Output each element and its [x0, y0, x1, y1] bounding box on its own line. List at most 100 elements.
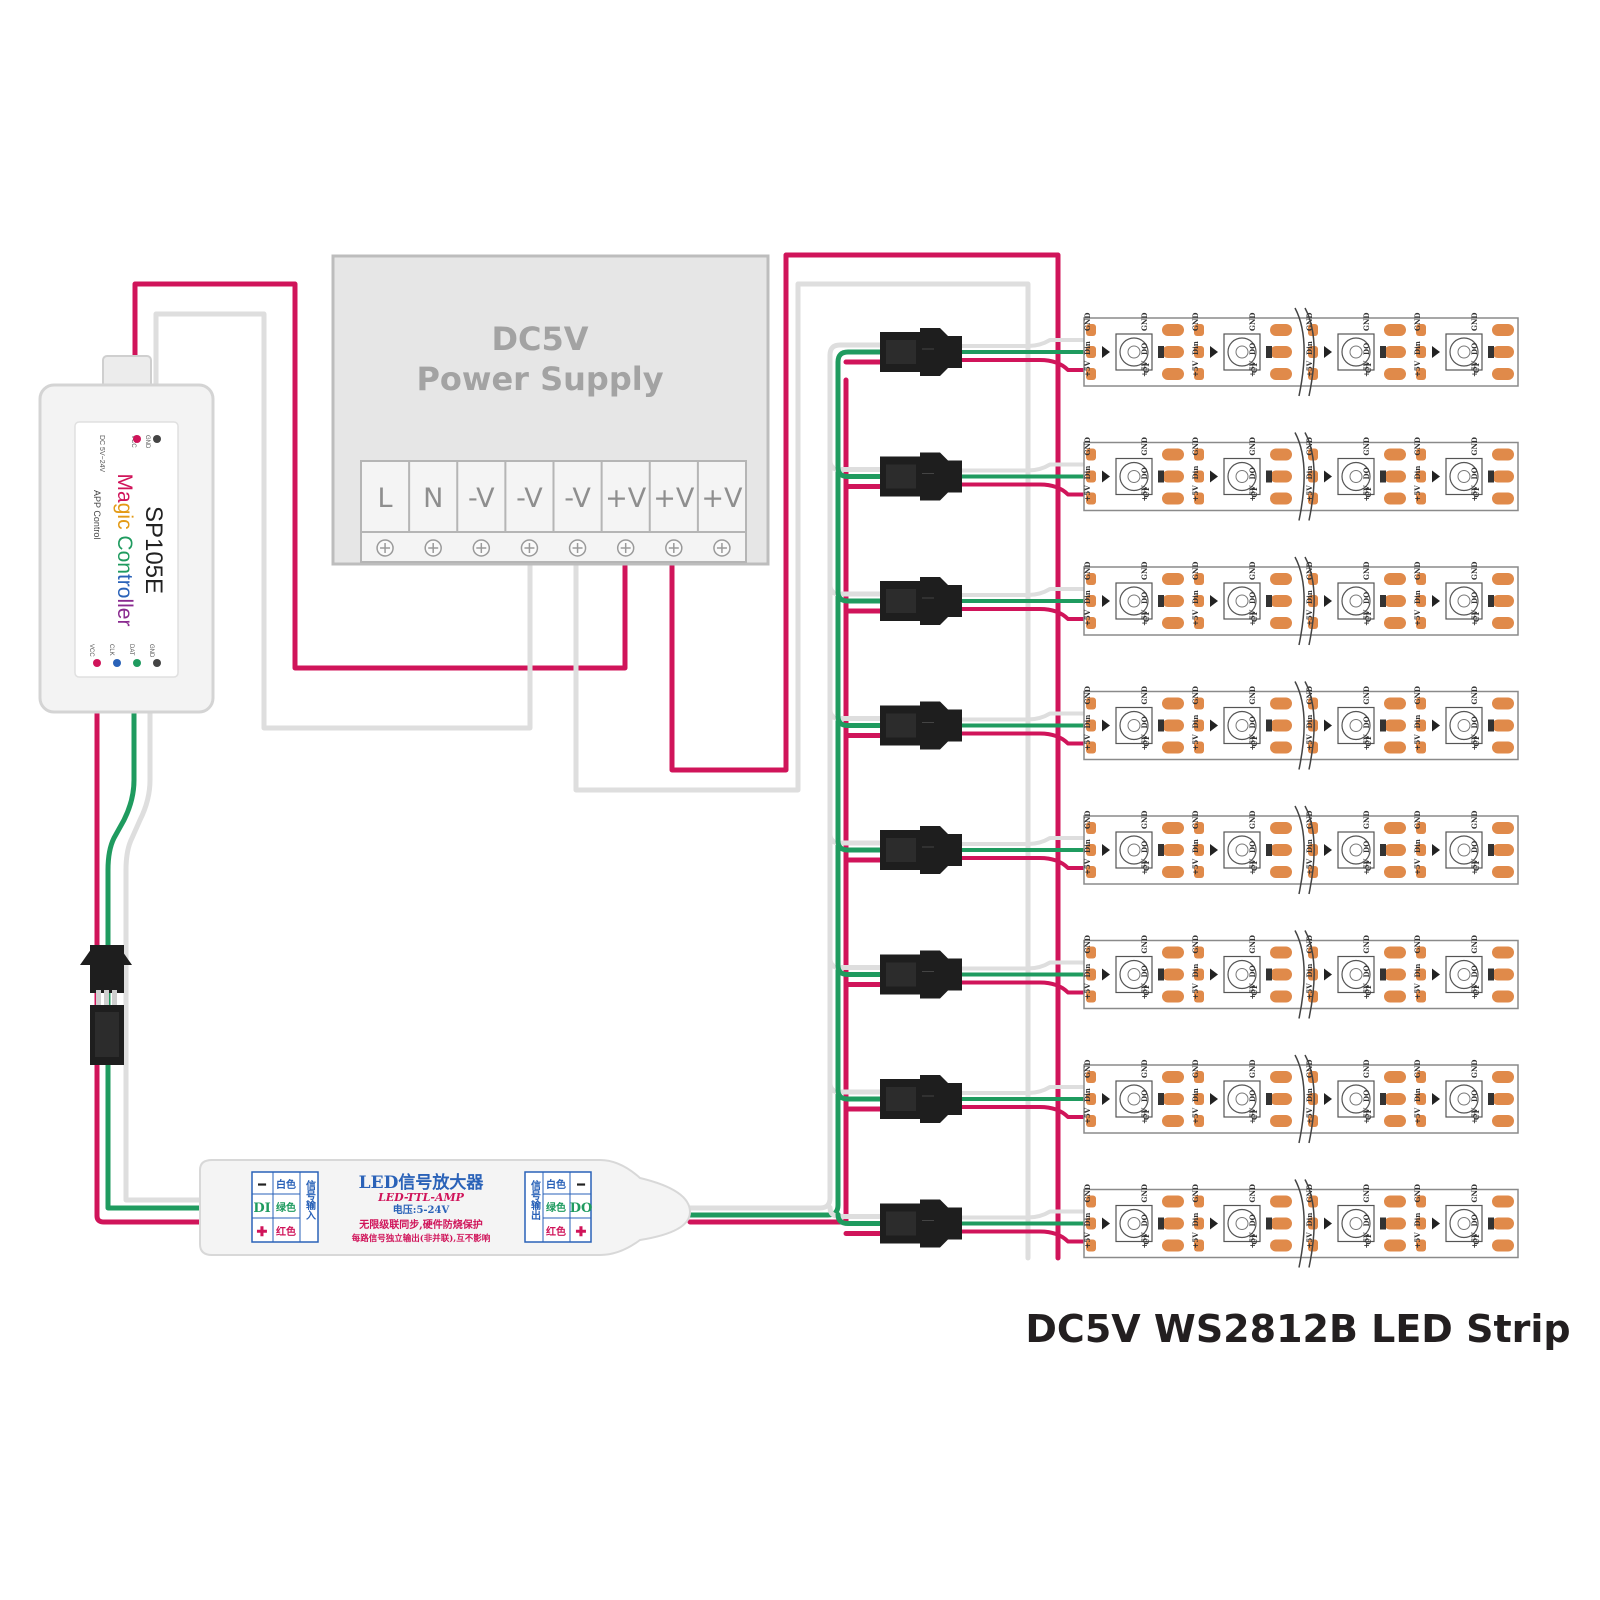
- solder-pad: [1384, 368, 1406, 380]
- pad-label: C1: [1142, 736, 1151, 747]
- pad-label: C1: [1250, 611, 1259, 622]
- pad-label: +5V: [1362, 609, 1371, 626]
- psu-terminal-label: N: [423, 483, 443, 514]
- pad-label: +5V: [1083, 734, 1092, 751]
- led-chip-icon: [1119, 461, 1149, 492]
- pad-label: Din: [1413, 466, 1422, 480]
- strip-break-mark: [1294, 556, 1305, 646]
- led-chip-icon: [1341, 959, 1371, 990]
- pad-label: C1: [1142, 1234, 1151, 1245]
- solder-pad: [1416, 595, 1426, 607]
- strip-break-mark: [1304, 930, 1315, 1019]
- solder-pad: [1086, 470, 1096, 483]
- solder-pad: [1086, 1093, 1096, 1105]
- strip-break-mark: [1304, 805, 1315, 895]
- solder-pad: [1416, 990, 1426, 1003]
- solder-pad: [1270, 617, 1292, 629]
- pad-label: GND: [1305, 811, 1314, 829]
- pad-label: Din: [1191, 839, 1200, 853]
- pad-label: +5V: [1413, 1107, 1422, 1124]
- capacitor-icon: [1266, 1217, 1272, 1230]
- pad-label: DO: [1470, 592, 1479, 604]
- pad-label: GND: [1470, 811, 1479, 829]
- amp-title: LED信号放大器: [359, 1172, 485, 1193]
- led-chip-icon: [1337, 1204, 1375, 1243]
- controller-led-dot: [133, 659, 141, 667]
- pad-label: GND: [1248, 437, 1257, 455]
- controller-top-pin-vcc: VCC: [130, 435, 136, 448]
- pad-label: Din: [1413, 964, 1422, 978]
- pad-label: GND: [1248, 313, 1257, 331]
- strip-wire-red: [958, 482, 1086, 497]
- amp-right-color-red: 红色: [546, 1225, 566, 1238]
- direction-arrow-icon: [1210, 346, 1218, 358]
- solder-pad: [1194, 470, 1204, 483]
- pad-label: GND: [1083, 1184, 1092, 1202]
- solder-pad: [1162, 1071, 1184, 1083]
- direction-arrow-icon: [1432, 1217, 1440, 1230]
- solder-pad: [1194, 617, 1204, 629]
- solder-pad: [1492, 324, 1514, 336]
- led-chip-icon: [1119, 337, 1149, 367]
- pad-label: Din: [1305, 1088, 1314, 1102]
- led-chip-icon: [1349, 968, 1363, 981]
- solder-pad: [1086, 492, 1096, 505]
- led-chip-icon: [1449, 461, 1479, 492]
- solder-pad: [1384, 324, 1406, 336]
- strip-wire-white: [958, 1085, 1086, 1095]
- pad-label: C1: [1142, 860, 1151, 871]
- led-chip-icon: [1227, 586, 1257, 616]
- led-chip-icon: [1457, 345, 1471, 359]
- solder-pad: [1416, 822, 1426, 834]
- pad-label: GND: [1362, 686, 1371, 704]
- pad-label: GND: [1413, 935, 1422, 953]
- direction-arrow-icon: [1324, 844, 1332, 856]
- pad-label: Din: [1083, 341, 1092, 355]
- led-chip-icon: [1127, 470, 1141, 483]
- solder-pad: [1194, 844, 1204, 856]
- pad-label: C1: [1250, 1109, 1259, 1120]
- strip-wire-white: [958, 1209, 1086, 1220]
- pad-label: +5V: [1305, 609, 1314, 626]
- pad-label: C1: [1142, 985, 1151, 996]
- solder-pad: [1492, 368, 1514, 380]
- pad-label: GND: [1191, 562, 1200, 580]
- led-chip-icon: [1337, 333, 1375, 371]
- direction-arrow-icon: [1324, 346, 1332, 358]
- solder-pad: [1162, 719, 1184, 732]
- strip-row: GNDDin+5VGNDDO+5VC1GNDDin+5VGNDDO+5VC1GN…: [880, 1179, 1519, 1268]
- capacitor-icon: [1488, 470, 1494, 483]
- solder-pad: [1492, 844, 1514, 856]
- amp-right-tag: DO: [570, 1201, 593, 1216]
- pad-label: +5V: [1191, 858, 1200, 875]
- solder-pad: [1162, 866, 1184, 878]
- pad-label: C1: [1142, 487, 1151, 498]
- capacitor-icon: [1266, 719, 1272, 732]
- pad-label: +5V: [1413, 734, 1422, 751]
- controller-led-dot: [153, 659, 161, 667]
- jst-connector: [880, 1199, 962, 1248]
- pad-label: +5V: [1083, 1232, 1092, 1249]
- solder-pad: [1194, 1071, 1204, 1083]
- pad-label: DO: [1248, 1090, 1257, 1102]
- controller-name: Magic Controller: [113, 474, 136, 627]
- pad-label: DO: [1362, 343, 1371, 355]
- capacitor-icon: [1158, 470, 1164, 483]
- pad-label: Din: [1083, 839, 1092, 853]
- pad-label: C1: [1472, 860, 1481, 871]
- solder-pad: [1086, 1195, 1096, 1208]
- led-chip-icon: [1457, 1092, 1471, 1106]
- strip-break-mark: [1304, 681, 1315, 770]
- capacitor-icon: [1380, 595, 1386, 607]
- solder-pad: [1162, 448, 1184, 461]
- led-chip-icon: [1457, 1217, 1471, 1230]
- amp-left-tag: DI: [253, 1201, 270, 1216]
- direction-arrow-icon: [1324, 595, 1332, 607]
